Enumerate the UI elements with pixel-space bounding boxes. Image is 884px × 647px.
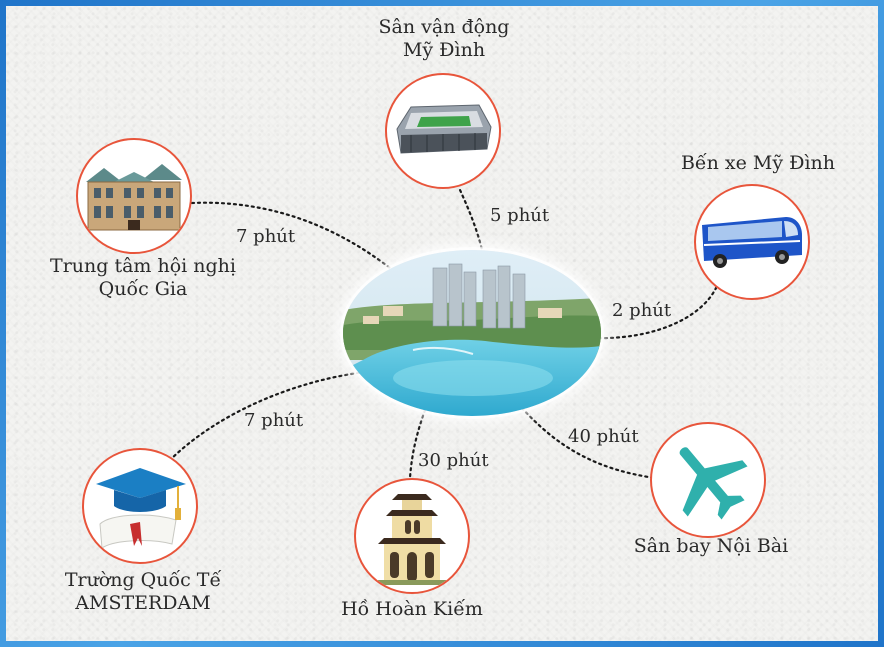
airplane-icon (679, 447, 748, 520)
time-stadium: 5 phút (490, 205, 550, 226)
time-airport: 40 phút (568, 426, 639, 447)
circle-bus (694, 184, 810, 300)
label-stadium: Sân vận động Mỹ Đình (378, 16, 510, 61)
time-bus: 2 phút (612, 300, 672, 321)
label-airport: Sân bay Nội Bài (633, 535, 789, 557)
time-convention: 7 phút (236, 226, 296, 247)
stadium-icon (396, 104, 492, 154)
label-school: Trường Quốc Tế AMSTERDAM (64, 569, 222, 614)
circle-school (82, 448, 198, 564)
connector-stadium (458, 188, 485, 256)
circle-convention (76, 138, 192, 254)
circle-airport (650, 422, 766, 538)
label-convention: Trung tâm hội nghị Quốc Gia (50, 255, 236, 300)
connector-lake (408, 408, 427, 480)
circle-lake (354, 478, 470, 594)
building-icon (86, 164, 182, 231)
bus-icon (702, 217, 802, 268)
project-aerial-image (343, 250, 601, 416)
pagoda-tower-icon (378, 494, 446, 585)
connector-convention (190, 201, 397, 274)
time-lake: 30 phút (418, 450, 489, 471)
time-school: 7 phút (244, 410, 304, 431)
graduation-cap-icon (96, 468, 186, 549)
label-bus: Bến xe Mỹ Đình (680, 152, 836, 174)
connector-school (166, 370, 367, 464)
circle-stadium (385, 73, 501, 189)
connector-airport (520, 406, 657, 480)
label-lake: Hồ Hoàn Kiếm (341, 598, 483, 620)
connector-bus (591, 286, 718, 340)
